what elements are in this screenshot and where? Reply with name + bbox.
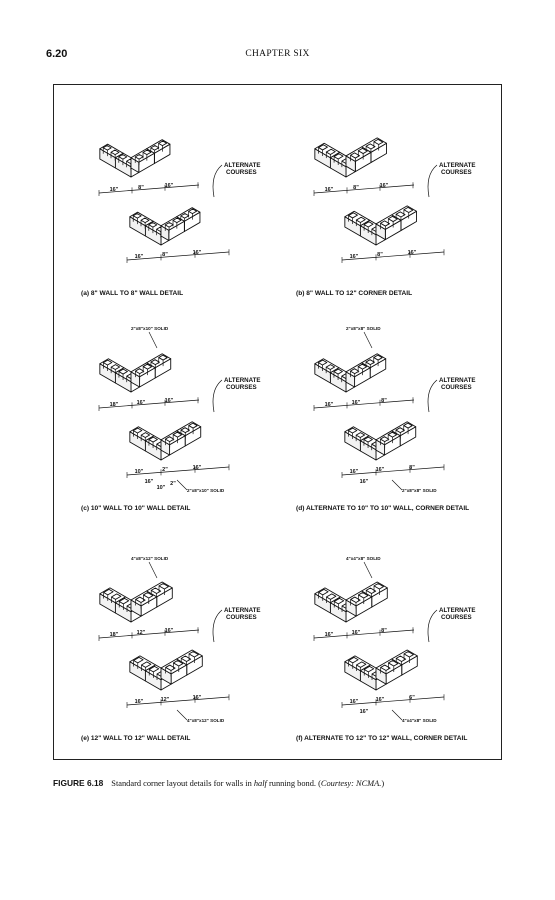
dimension-label: 16" — [165, 398, 174, 404]
alternate-label: ALTERNATE — [224, 377, 261, 384]
dimension-label: 16" — [325, 632, 334, 638]
courses-label: COURSES — [226, 614, 257, 621]
alternate-label: ALTERNATE — [439, 377, 476, 384]
caption-text-3: ) — [381, 779, 385, 788]
dimension-label: 16" — [137, 400, 146, 406]
panel-title: (a) 8" WALL TO 8" WALL DETAIL — [81, 290, 183, 297]
panel-f: ALTERNATECOURSES16"16"8"16"16"6"16"4"x4"… — [296, 556, 476, 742]
dimension-label: 8" — [381, 628, 387, 634]
panel-d: ALTERNATECOURSES16"16"8"16"16"8"16"2"x8"… — [296, 326, 476, 512]
courses-label: COURSES — [226, 169, 257, 176]
dimension-label: 18" — [110, 402, 119, 408]
dimension-label: 16" — [165, 628, 174, 634]
dimension-label: 16" — [193, 695, 202, 701]
dimension-label: 6" — [409, 695, 415, 701]
panel-c: ALTERNATECOURSES18"16"16"10"2"16"16"10"2… — [81, 326, 261, 512]
dimension-label: 16" — [135, 254, 144, 260]
dimension-label: 8" — [162, 252, 168, 258]
solid-unit-note: 2"x8"x8" SOLID — [346, 326, 381, 331]
dimension-label: 2" — [170, 481, 176, 487]
upper-course — [99, 139, 171, 178]
dimension-label: 16" — [352, 630, 361, 636]
dimension-label: 16" — [350, 699, 359, 705]
figure-label: FIGURE 6.18 — [53, 778, 104, 788]
dimension-label: 16" — [376, 697, 385, 703]
dimension-label: 16" — [110, 187, 119, 193]
dimension-label: 16" — [135, 699, 144, 705]
dimension-label: 16" — [360, 709, 369, 715]
page-number: 6.20 — [46, 48, 68, 60]
upper-course — [314, 581, 388, 623]
upper-course — [314, 353, 387, 393]
dimension-label: 8" — [377, 252, 383, 258]
dimension-label: 18" — [110, 632, 119, 638]
dimension-label: 16" — [408, 250, 417, 256]
panel-title: (b) 8" WALL TO 12" CORNER DETAIL — [296, 290, 412, 297]
dimension-label: 16" — [325, 402, 334, 408]
courses-label: COURSES — [441, 384, 472, 391]
upper-course — [99, 581, 173, 623]
dimension-label: 16" — [193, 465, 202, 471]
chapter-title: CHAPTER SIX — [245, 49, 310, 59]
panel-title: (c) 10" WALL TO 10" WALL DETAIL — [81, 505, 190, 512]
lower-course — [344, 649, 418, 691]
solid-unit-note: 4"x8"x12" SOLID — [187, 718, 225, 723]
dimension-label: 12" — [137, 630, 146, 636]
caption-text-2: running bond. ( — [266, 779, 321, 788]
courses-label: COURSES — [226, 384, 257, 391]
dimension-label: 10" — [157, 485, 166, 491]
lower-course — [129, 421, 202, 461]
solid-unit-note: 4"x4"x8" SOLID — [346, 556, 381, 561]
alternate-label: ALTERNATE — [224, 162, 261, 169]
solid-unit-note: 2"x8"x10" SOLID — [131, 326, 169, 331]
dimension-label: 16" — [193, 250, 202, 256]
dimension-label: 8" — [381, 398, 387, 404]
dimension-label: 12" — [161, 697, 170, 703]
upper-course — [314, 137, 387, 178]
page-header: 6.20 CHAPTER SIX — [46, 48, 509, 64]
panel-title: (e) 12" WALL TO 12" WALL DETAIL — [81, 735, 190, 742]
dimension-label: 16" — [376, 467, 385, 473]
solid-unit-note: 4"x8"x12" SOLID — [131, 556, 169, 561]
dimension-label: 16" — [145, 479, 154, 485]
alternate-label: ALTERNATE — [224, 607, 261, 614]
dimension-label: 8" — [409, 465, 415, 471]
lower-course — [344, 421, 417, 461]
panel-title: (d) ALTERNATE TO 10" TO 10" WALL, CORNER… — [296, 505, 469, 512]
solid-unit-note: 4"x4"x8" SOLID — [402, 718, 437, 723]
dimension-label: 16" — [352, 400, 361, 406]
caption-italic: half — [253, 779, 267, 788]
solid-unit-note: 2"x8"x10" SOLID — [187, 488, 225, 493]
dimension-label: 8" — [353, 185, 359, 191]
dimension-label: 10" — [135, 469, 144, 475]
dimension-label: 8" — [138, 185, 144, 191]
figure-caption: FIGURE 6.18 Standard corner layout detail… — [53, 778, 502, 788]
upper-course — [99, 353, 172, 393]
alternate-label: ALTERNATE — [439, 162, 476, 169]
lower-course — [344, 205, 417, 246]
alternate-label: ALTERNATE — [439, 607, 476, 614]
dimension-label: 16" — [350, 469, 359, 475]
solid-unit-note: 2"x8"x8" SOLID — [402, 488, 437, 493]
caption-courtesy: Courtesy: NCMA. — [320, 779, 382, 788]
dimension-label: 16" — [350, 254, 359, 260]
courses-label: COURSES — [441, 614, 472, 621]
courses-label: COURSES — [441, 169, 472, 176]
dimension-label: 16" — [360, 479, 369, 485]
panel-title: (f) ALTERNATE TO 12" TO 12" WALL, CORNER… — [296, 735, 467, 742]
dimension-label: 16" — [380, 183, 389, 189]
dimension-label: 16" — [165, 183, 174, 189]
lower-course — [129, 207, 201, 246]
caption-text-1: Standard corner layout details for walls… — [111, 779, 254, 788]
lower-course — [129, 649, 203, 691]
dimension-label: 16" — [325, 187, 334, 193]
dimension-label: 2" — [162, 467, 168, 473]
